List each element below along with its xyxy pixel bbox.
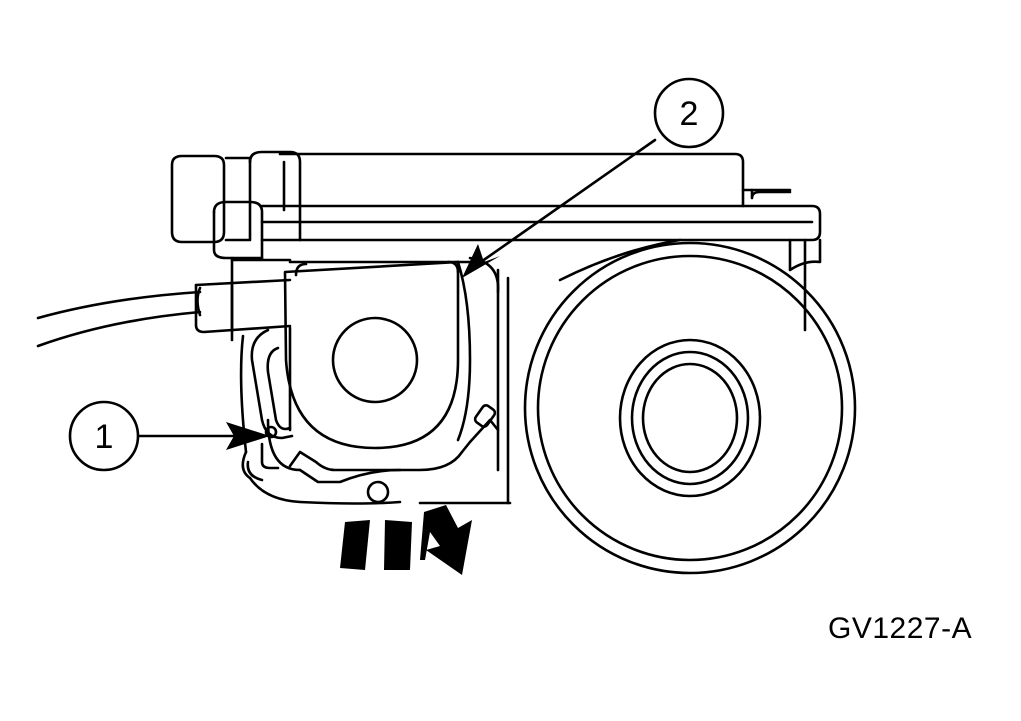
- callout-1: 1: [68, 400, 140, 472]
- pulley-wheel: [523, 238, 857, 575]
- sensor-cover: [283, 260, 460, 450]
- leader-lines: [136, 138, 657, 438]
- callout-1-label: 1: [95, 418, 114, 456]
- retainer-plate: [246, 260, 500, 504]
- upper-housing: [170, 150, 822, 332]
- callout-2: 2: [653, 77, 725, 149]
- callout-2-label: 2: [680, 95, 699, 133]
- locking-tab: [250, 326, 294, 440]
- wire-harness: [36, 278, 292, 348]
- arrowhead-2: [462, 244, 500, 278]
- rotation-arrow: [340, 505, 472, 575]
- figure-code: GV1227-A: [828, 612, 973, 645]
- arrowhead-1: [226, 422, 270, 450]
